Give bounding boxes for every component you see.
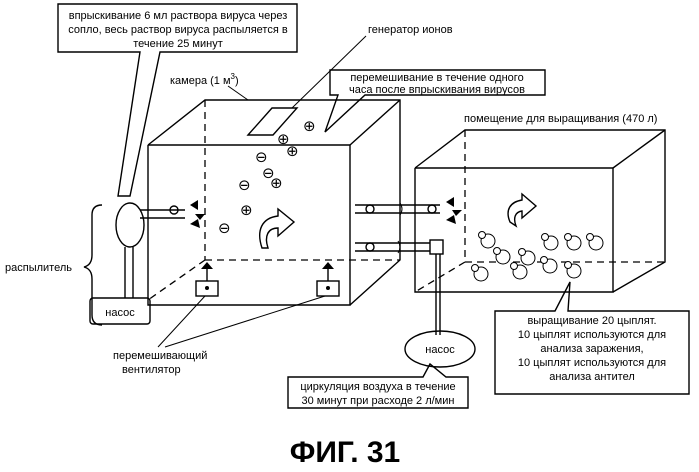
chick: [479, 232, 496, 249]
chick: [519, 249, 536, 266]
fan-label-line-1: перемешивающий: [113, 350, 207, 362]
chick: [541, 257, 558, 274]
plus-ion-2: ⊕: [303, 117, 316, 135]
chick: [472, 265, 489, 282]
connecting-tube-lower: [355, 240, 443, 335]
connecting-tube-upper: [355, 197, 462, 224]
plus-ion-5: ⊕: [240, 201, 253, 219]
plus-ion-3: ⊕: [286, 142, 299, 160]
chick: [542, 234, 559, 251]
circulation-callout: циркуляция воздуха в течение 30 минут пр…: [288, 364, 468, 408]
fan-leader-right: [165, 296, 325, 347]
rearing-room-label: помещение для выращивания (470 л): [464, 113, 657, 125]
chamber-cube: [148, 100, 400, 305]
mixing-line-2: часа после впрыскивания вирусов: [349, 84, 525, 96]
chickens-line-2: 10 цыплят используются для: [518, 329, 666, 341]
sprayer-label: распылитель: [5, 262, 72, 274]
injection-line-1: впрыскивание 6 мл раствора вируса через: [69, 10, 288, 22]
chick: [587, 234, 604, 251]
chickens-line-5: анализа антител: [549, 371, 635, 383]
chickens-line-3: анализа заражения,: [540, 343, 643, 355]
fan-right: [317, 262, 339, 296]
chamber-label: камера (1 м3): [170, 72, 239, 87]
mixing-line-1: перемешивание в течение одного: [350, 72, 523, 84]
pump-right-label: насос: [425, 344, 455, 356]
sprayer: [116, 200, 205, 298]
chamber-label-suffix: ): [235, 75, 239, 87]
chickens-group: [472, 232, 604, 282]
fan-left: [196, 262, 218, 296]
plus-ion-4: ⊕: [270, 174, 283, 192]
fan-leader-left: [158, 296, 205, 347]
minus-ion-4: ⊖: [218, 219, 231, 237]
figure-caption: ФИГ. 31: [290, 436, 400, 469]
fan-label-line-2: вентилятор: [122, 364, 181, 376]
injection-line-3: течение 25 минут: [133, 38, 223, 50]
injection-line-2: сопло, весь раствор вируса распыляется в: [68, 24, 288, 36]
ion-generator-label: генератор ионов: [368, 24, 453, 36]
chickens-line-1: выращивание 20 цыплят.: [527, 315, 656, 327]
pump-left-label: насос: [105, 307, 135, 319]
chickens-callout: выращивание 20 цыплят. 10 цыплят использ…: [495, 282, 689, 394]
sprayer-brace: [84, 205, 102, 325]
chickens-line-4: 10 цыплят используются для: [518, 357, 666, 369]
rearing-flow-arrow: [508, 194, 536, 226]
chamber-label-prefix: камера (1 м: [170, 75, 231, 87]
rearing-room-cube: [415, 130, 665, 292]
ion-generator-slot: [248, 108, 297, 135]
circulation-line-1: циркуляция воздуха в течение: [300, 381, 455, 393]
minus-ion-3: ⊖: [238, 176, 251, 194]
spray-arrows-left: [190, 200, 198, 210]
chamber-flow-arrow: [260, 209, 294, 248]
chick: [565, 234, 582, 251]
circulation-line-2: 30 минут при расходе 2 л/мин: [302, 395, 455, 407]
circulation-valve: [430, 240, 443, 254]
chick: [511, 263, 528, 280]
chamber-leader: [228, 86, 248, 100]
chick: [565, 262, 582, 279]
